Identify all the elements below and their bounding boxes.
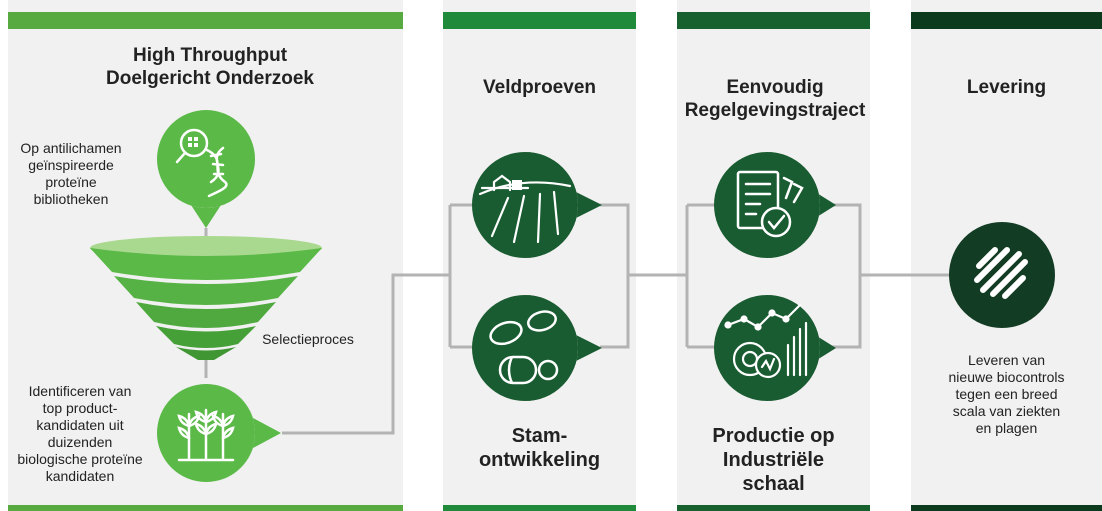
title-line: Productie op: [712, 425, 835, 447]
caption-line: top product-: [42, 400, 118, 416]
stage-3-top-bar: [677, 12, 870, 29]
production-badge: [714, 295, 838, 401]
stage-2-title: Veldproeven: [483, 77, 596, 98]
caption-line: Op antilichamen: [20, 140, 122, 156]
title-line: Stam-: [511, 425, 568, 447]
stage-1-top-caption: Op antilichamen geïnspireerde proteïne b…: [6, 140, 136, 208]
caption-line: Leveren van: [967, 352, 1046, 368]
research-badge: [157, 110, 256, 230]
stage-1-title-line-2: Doelgericht Onderzoek: [106, 68, 314, 89]
caption-line: en plagen: [975, 420, 1038, 436]
caption-line: nieuwe biocontrols: [948, 369, 1065, 385]
stage-1-bottom-bar: [8, 505, 403, 511]
stage-1-top-bar: [8, 12, 403, 29]
caption-line: biologische proteïne: [17, 451, 143, 467]
stage-4-top-bar: [911, 12, 1102, 29]
title-line: Eenvoudig: [726, 77, 824, 98]
stage-4-bottom-bar: [911, 505, 1102, 511]
stage-3-title: Eenvoudig Regelgevingstraject: [670, 76, 880, 122]
industrial-gears-chart-icon: [724, 303, 808, 379]
strain-development-badge: [472, 295, 604, 401]
selection-funnel: [90, 236, 322, 360]
caption-line: kandidaten uit: [36, 417, 124, 433]
stage-3-bottom-bar: [677, 505, 870, 511]
stage-1-bottom-caption: Identificeren van top product- kandidate…: [6, 383, 154, 485]
stage-2-bottom-bar: [443, 505, 636, 511]
field-trials-badge: [472, 152, 604, 258]
funnel-caption: Selectieproces: [262, 331, 354, 347]
biocontrol-product-icon: [974, 247, 1028, 299]
caption-line: tegen een breed: [955, 386, 1058, 402]
approved-document-icon: [736, 170, 804, 238]
stage-2-top-bar: [443, 12, 636, 29]
regulatory-badge: [714, 152, 838, 258]
plant-sprouts-icon: [177, 408, 235, 462]
title-line: Regelgevingstraject: [684, 100, 866, 121]
title-line: schaal: [742, 473, 805, 495]
candidates-badge: [157, 378, 287, 488]
caption-line: proteïne: [45, 174, 97, 190]
stage-2-bottom-title: Stam- ontwikkeling: [443, 424, 636, 472]
stage-4-caption: Leveren van nieuwe biocontrols tegen een…: [911, 352, 1102, 437]
delivery-badge: [949, 222, 1055, 328]
stage-4-title: Levering: [966, 77, 1047, 98]
farm-field-icon: [478, 174, 572, 244]
microbe-cells-icon: [489, 310, 559, 385]
caption-line: Identificeren van: [28, 383, 132, 399]
caption-line: duizenden: [47, 434, 113, 450]
caption-line: geïnspireerde: [28, 157, 114, 173]
title-line: ontwikkeling: [478, 449, 601, 471]
caption-line: scala van ziekten: [952, 403, 1061, 419]
stage-3-bottom-title: Productie op Industriële schaal: [677, 424, 870, 496]
title-line: Industriële: [722, 449, 825, 471]
stage-1-title: High Throughput Doelgericht Onderzoek: [60, 44, 360, 90]
dna-magnifier-icon: [175, 128, 228, 198]
caption-line: bibliotheken: [33, 191, 109, 207]
caption-line: kandidaten: [45, 468, 115, 484]
stage-1-title-line-1: High Throughput: [132, 45, 288, 66]
